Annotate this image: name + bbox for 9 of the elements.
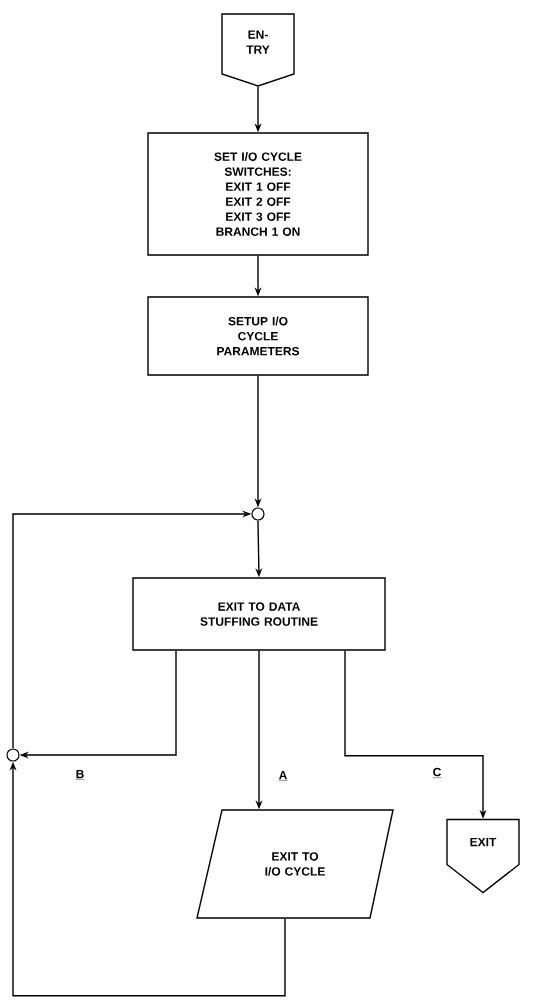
exit-pentagon: EXIT bbox=[446, 818, 520, 894]
process-box: EXIT TO DATA STUFFING ROUTINE bbox=[132, 577, 386, 651]
edge-label: A bbox=[277, 769, 289, 783]
io-parallelogram: EXIT TO I/O CYCLE bbox=[196, 809, 394, 919]
entry-pentagon: EN- TRY bbox=[221, 13, 295, 87]
process-box: SET I/O CYCLE SWITCHES: EXIT 1 OFF EXIT 2 OFF EXIT 3 OFF BRANCH 1 ON bbox=[147, 132, 369, 256]
process-box: SETUP I/O CYCLE PARAMETERS bbox=[147, 296, 369, 376]
edge-label: C bbox=[431, 766, 443, 780]
edge-label: B bbox=[74, 768, 86, 782]
